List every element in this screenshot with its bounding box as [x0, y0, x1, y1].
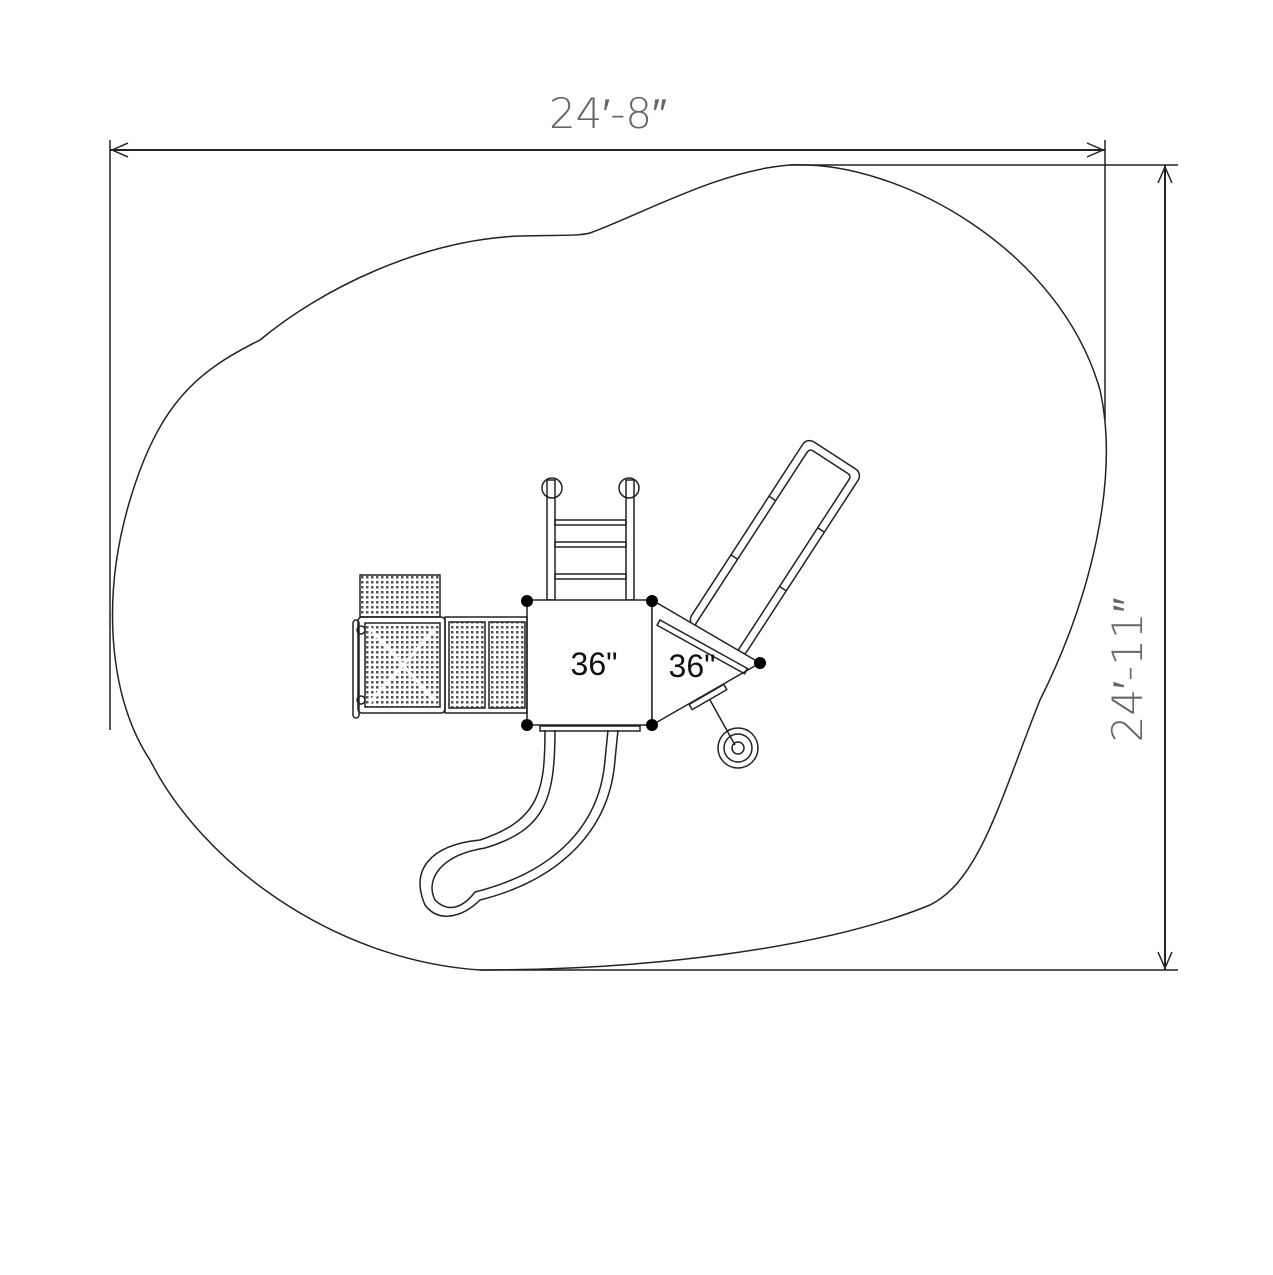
depth-dimension	[480, 164, 1178, 971]
use-zone-outline	[111, 164, 1108, 971]
post	[521, 719, 533, 731]
deck-square	[526, 599, 653, 726]
deck-height-label: 36"	[669, 648, 716, 684]
posts	[521, 595, 766, 731]
width-dimension	[109, 140, 1106, 730]
steering-wheel-panel	[688, 683, 759, 769]
curved-slide	[419, 725, 641, 917]
depth-label: 24′-11″	[1103, 597, 1152, 742]
post	[646, 595, 658, 607]
transfer-steps	[444, 616, 528, 714]
ladder	[541, 477, 640, 601]
post	[646, 719, 658, 731]
transfer-platform	[352, 574, 446, 719]
post	[754, 657, 766, 669]
width-label: 24′-8″	[549, 89, 667, 138]
straight-slide	[689, 439, 861, 656]
deck-height-label: 36"	[571, 646, 618, 682]
post	[521, 595, 533, 607]
